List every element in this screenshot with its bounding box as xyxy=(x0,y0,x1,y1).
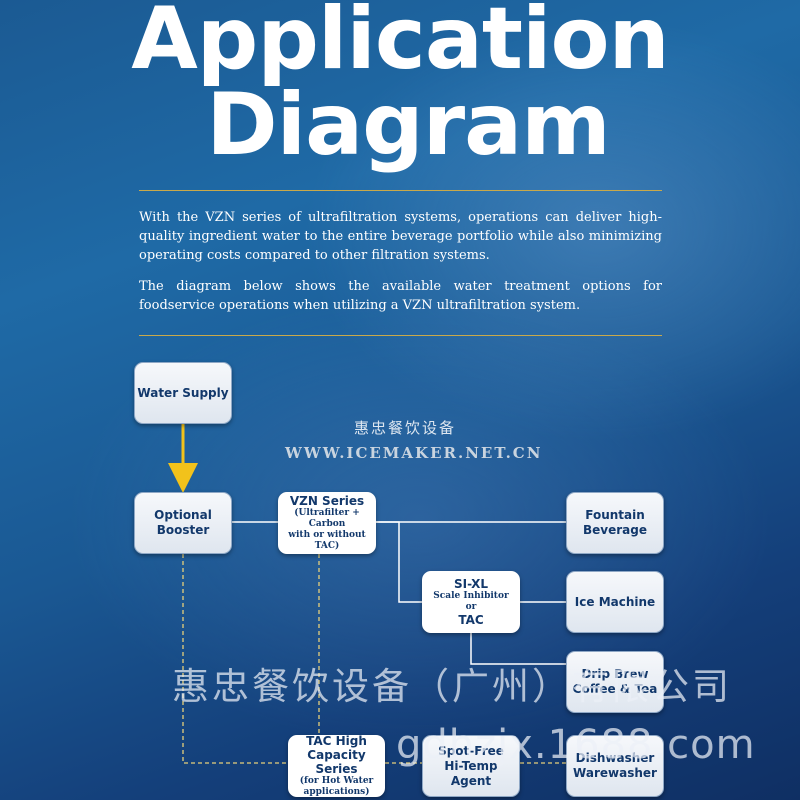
sixl-sub-1: Scale Inhibitor xyxy=(433,591,509,601)
node-si-xl: SI-XL Scale Inhibitor or TAC xyxy=(422,571,520,633)
node-drip-brew: Drip Brew Coffee & Tea xyxy=(566,651,664,713)
watermark-company: 惠忠餐饮设备（广州）有限公司 xyxy=(172,665,732,708)
dishwasher-line-1: Dishwasher xyxy=(575,751,655,765)
title-line-2: Diagram xyxy=(206,75,611,175)
intro-paragraph-2: The diagram below shows the available wa… xyxy=(139,279,662,313)
dishwasher-line-2: Warewasher xyxy=(573,766,657,780)
booster-line-1: Optional xyxy=(154,508,212,522)
tac-sub-1: (for Hot Water xyxy=(299,776,374,786)
node-ice-machine: Ice Machine xyxy=(566,571,664,633)
title-line-1: Application xyxy=(131,0,670,89)
vzn-sub-1: (Ultrafilter + Carbon xyxy=(294,508,360,529)
ice-machine-label: Ice Machine xyxy=(574,594,656,609)
vzn-title: VZN Series xyxy=(289,494,365,508)
tac-sub-2: applications) xyxy=(303,787,370,797)
sixl-tac: TAC xyxy=(458,613,484,627)
node-optional-booster: Optional Booster xyxy=(134,492,232,554)
node-dishwasher: Dishwasher Warewasher xyxy=(566,735,664,797)
node-vzn-series: VZN Series (Ultrafilter + Carbon with or… xyxy=(278,492,376,554)
sixl-sub-2: or xyxy=(465,602,477,612)
sixl-title: SI-XL xyxy=(453,577,488,591)
tac-line-1: TAC High xyxy=(306,734,367,748)
watermark-site: gdhzjx.1688.com xyxy=(396,722,756,768)
intro-paragraph-1: With the VZN series of ultrafiltration s… xyxy=(139,210,662,263)
spotfree-line-2: Hi-Temp Agent xyxy=(444,758,498,788)
vzn-to-sixl-line xyxy=(376,521,422,603)
tac-line-2: Capacity Series xyxy=(307,748,366,776)
fountain-line-1: Fountain xyxy=(585,508,645,522)
node-water-supply: Water Supply xyxy=(134,362,232,424)
top-divider xyxy=(139,190,662,191)
spotfree-line-1: Spot-Free xyxy=(438,743,504,758)
fountain-line-2: Beverage xyxy=(583,523,647,537)
node-tac-high-capacity: TAC High Capacity Series (for Hot Water … xyxy=(288,734,385,797)
drip-line-2: Coffee & Tea xyxy=(572,682,658,696)
water-supply-label: Water Supply xyxy=(137,385,229,400)
watermark-chinese-small: 惠忠餐饮设备 xyxy=(354,419,457,437)
vzn-sub-2: with or without TAC) xyxy=(288,530,366,551)
watermark-url: WWW.ICEMAKER.NET.CN xyxy=(285,444,543,462)
bottom-divider xyxy=(139,335,662,336)
sixl-to-drip-line xyxy=(470,633,566,665)
node-spot-free: Spot-Free Hi-Temp Agent xyxy=(422,735,520,797)
node-fountain-beverage: Fountain Beverage xyxy=(566,492,664,554)
booster-line-2: Booster xyxy=(156,523,210,537)
drip-line-1: Drip Brew xyxy=(581,667,649,681)
